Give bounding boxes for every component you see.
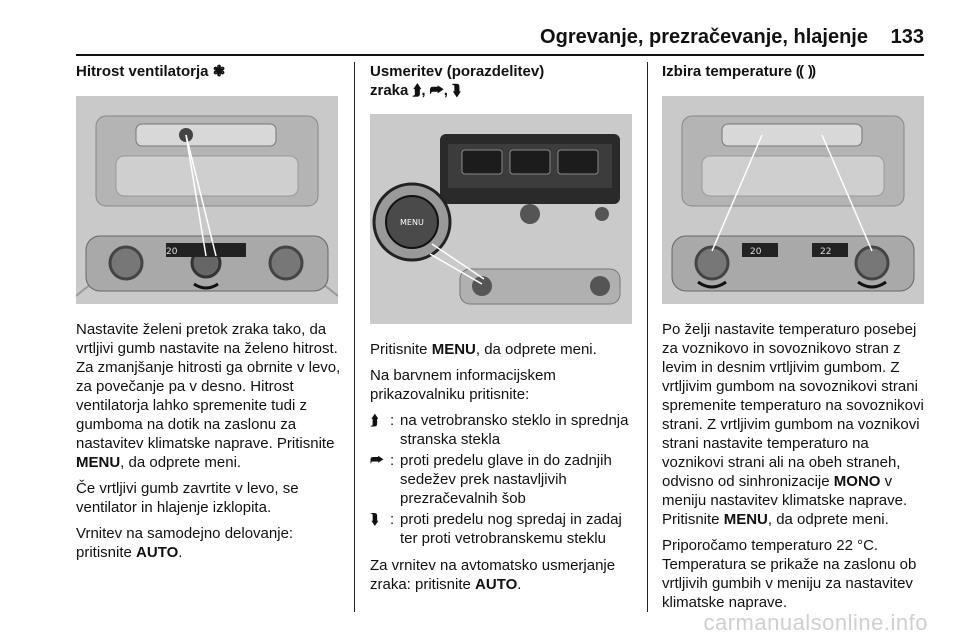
paragraph: Če vrtljivi gumb zavrtite v levo, se ven… [76,480,299,516]
head-vent-icon: ⮫ [370,452,384,469]
temperature-panel-image: 20 22 [662,96,924,304]
column-air-distribution: Usmeritev (porazdelitev)zraka ⮭, ⮫, ⮯ [370,62,632,100]
menu-knob-label: MENU [400,218,424,227]
paragraph: Po želji nastavite temperaturo posebej z… [662,321,924,528]
panel-temp-right: 22 [820,247,831,257]
header-rule [76,54,924,56]
watermark: carmanualsonline.info [703,610,928,635]
list-item: ⮭:na vetrobransko steklo in sprednja str… [370,412,629,448]
section-heading: Hitrost ventilatorja ❃ [76,63,226,80]
paragraph: Pritisnite MENU, da odprete meni. [370,341,597,358]
page-title: Ogrevanje, prezračevanje, hlajenje [540,26,868,48]
distribution-list: ⮭:na vetrobransko steklo in sprednja str… [370,411,632,548]
air-distribution-text: Pritisnite MENU, da odprete meni. Na bar… [370,340,632,601]
column-fan-speed: Hitrost ventilatorja ❃ [76,62,344,81]
panel-temp-left: 20 [166,247,178,257]
paragraph: Na barvnem informacijskem prikazovalniku… [370,367,556,403]
air-distribution-icons: ⮭, ⮫, ⮯ [412,82,461,99]
column-divider [647,62,648,612]
paragraph: Nastavite želeni pretok zraka tako, da v… [76,321,341,471]
paragraph: Priporočamo temperaturo 22 °C. Temperatu… [662,537,917,611]
section-heading: Izbira temperature ⸨ ⸩ [662,63,816,80]
section-heading: Usmeritev (porazdelitev)zraka ⮭, ⮫, ⮯ [370,63,545,99]
footwell-icon: ⮯ [370,511,379,528]
list-item: ⮯:proti predelu nog spredaj in zadaj ter… [370,511,622,547]
paragraph: Za vrnitev na avtomatsko usmerjanje zrak… [370,557,616,593]
list-item: ⮫:proti predelu glave in do zadnjih sede… [370,452,612,507]
temperature-arc-icon: ⸨ ⸩ [796,63,816,80]
page-header: Ogrevanje, prezračevanje, hlajenje 133 [0,0,960,56]
paragraph: Vrnitev na samodejno delovanje: pritisni… [76,525,294,561]
windshield-icon: ⮭ [370,412,379,429]
column-divider [354,62,355,612]
page-number: 133 [890,26,924,48]
column-temperature: Izbira temperature ⸨ ⸩ [662,62,928,81]
distribution-panel-image: MENU [370,114,632,324]
fan-speed-text: Nastavite želeni pretok zraka tako, da v… [76,320,344,569]
temperature-text: Po želji nastavite temperaturo posebej z… [662,320,928,619]
fan-icon: ❃ [212,63,226,80]
climate-panel-image: 20 [76,96,338,304]
panel-temp-left: 20 [750,247,762,257]
